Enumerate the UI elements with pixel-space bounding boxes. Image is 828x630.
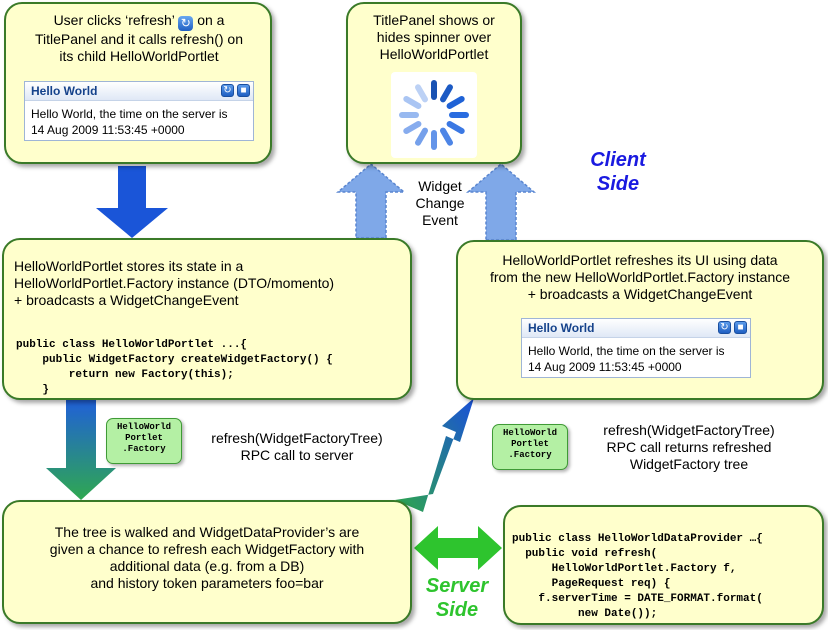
step-click-refresh-line2: TitlePanel and it calls refresh() on [34, 31, 244, 47]
widget-change-event-line1: Widget [418, 178, 462, 194]
portlet-body-line2: 14 Aug 2009 11:53:45 +0000 [528, 360, 682, 374]
arrow-up-rpc-return [395, 398, 474, 512]
code-line: public class HelloWorldDataProvider …{ [512, 533, 763, 545]
step-store-state-text: HelloWorldPortlet stores its state in a … [14, 258, 408, 309]
code-line: } [16, 384, 50, 396]
rpc-call-line2: RPC call to server [240, 447, 354, 463]
rpc-return-line2: RPC call returns refreshed [606, 439, 772, 455]
code-line: public WidgetFactory createWidgetFactory… [16, 354, 333, 366]
rpc-call-label: refresh(WidgetFactoryTree) RPC call to s… [192, 430, 402, 464]
step-refresh-ui-line1: HelloWorldPortlet refreshes its UI using… [502, 252, 778, 268]
code-line: new Date()); [512, 608, 658, 620]
step-walk-tree-text: The tree is walked and WidgetDataProvide… [4, 524, 410, 592]
spinner-spoke [440, 84, 453, 103]
step-store-state-line2: HelloWorldPortlet.Factory instance (DTO/… [14, 275, 335, 291]
factory-pill-left: HelloWorld Portlet .Factory [106, 418, 182, 464]
portlet-body-line1: Hello World, the time on the server is [528, 344, 725, 358]
rpc-return-line1: refresh(WidgetFactoryTree) [603, 422, 775, 438]
data-provider-code-block: public class HelloWorldDataProvider …{ p… [512, 517, 763, 622]
pill-line1: HelloWorld [502, 428, 557, 438]
client-side-label: Client Side [568, 148, 668, 196]
step-click-refresh-text: User clicks ‘refresh’ ↻ on a TitlePanel … [8, 12, 270, 65]
hello-world-portlet-right: Hello World ↻ ■ Hello World, the time on… [521, 318, 751, 378]
pill-line2: Portlet [125, 433, 163, 443]
step-store-state-box [2, 238, 412, 400]
spinner-spoke [403, 96, 422, 109]
spinner-spoke [415, 84, 428, 103]
arrow-up-widget-change-left [335, 163, 407, 239]
step-click-refresh-line1a: User clicks ‘refresh’ [53, 12, 175, 28]
arrow-down-refresh [96, 166, 168, 238]
client-side-line1: Client [590, 149, 646, 171]
spinner-spoke [446, 96, 465, 109]
portlet-code-block: public class HelloWorldPortlet ...{ publ… [16, 323, 333, 398]
code-line: public class HelloWorldPortlet ...{ [16, 339, 248, 351]
rpc-return-label: refresh(WidgetFactoryTree) RPC call retu… [584, 422, 794, 473]
refresh-icon[interactable]: ↻ [718, 321, 731, 334]
refresh-icon[interactable]: ↻ [221, 84, 234, 97]
server-side-line2: Side [435, 599, 479, 621]
data-provider-code-box [503, 505, 824, 625]
code-line: PageRequest req) { [512, 578, 671, 590]
step-walk-tree-line4: and history token parameters foo=bar [90, 575, 324, 591]
step-refresh-ui-text: HelloWorldPortlet refreshes its UI using… [458, 252, 822, 303]
factory-pill-right: HelloWorld Portlet .Factory [492, 424, 568, 470]
hello-world-portlet-top: Hello World ↻ ■ Hello World, the time on… [24, 81, 254, 141]
server-side-line1: Server [425, 575, 489, 597]
step-click-refresh-line1b: on a [197, 12, 225, 28]
pill-line1: HelloWorld [116, 422, 171, 432]
step-click-refresh-line3: its child HelloWorldPortlet [59, 48, 219, 64]
spinner-spoke [446, 121, 465, 134]
step-spinner-line3: HelloWorldPortlet [379, 46, 489, 62]
step-refresh-ui-line3: + broadcasts a WidgetChangeEvent [527, 286, 753, 302]
spinner-spoke [403, 121, 422, 134]
client-side-line2: Side [596, 173, 640, 195]
server-side-label: Server Side [410, 574, 504, 622]
widget-change-event-label: Widget Change Event [398, 178, 482, 229]
code-line: return new Factory(this); [16, 369, 234, 381]
step-walk-tree-line2: given a chance to refresh each WidgetFac… [49, 541, 365, 557]
code-line: f.serverTime = DATE_FORMAT.format( [512, 593, 763, 605]
step-store-state-line3: + broadcasts a WidgetChangeEvent [14, 292, 239, 308]
spinner-spoke [440, 127, 453, 146]
portlet-body-line1: Hello World, the time on the server is [31, 107, 228, 121]
code-line: public void refresh( [512, 548, 658, 560]
spinner-spoke [415, 127, 428, 146]
step-walk-tree-box [2, 500, 412, 624]
step-spinner-line2: hides spinner over [376, 29, 492, 45]
arrow-down-rpc [46, 400, 116, 500]
portlet-title: Hello World [31, 84, 98, 98]
minimize-icon[interactable]: ■ [734, 321, 747, 334]
step-refresh-ui-line2: from the new HelloWorldPortlet.Factory i… [489, 269, 791, 285]
pill-line3: .Factory [122, 444, 166, 454]
arrow-double-server [414, 526, 502, 570]
widget-change-event-line2: Change [415, 195, 465, 211]
code-line: HelloWorldPortlet.Factory f, [512, 563, 737, 575]
pill-line2: Portlet [511, 439, 549, 449]
step-spinner-line1: TitlePanel shows or [373, 12, 495, 28]
portlet-body-line2: 14 Aug 2009 11:53:45 +0000 [31, 123, 185, 137]
step-walk-tree-line1: The tree is walked and WidgetDataProvide… [54, 524, 360, 540]
step-spinner-text: TitlePanel shows or hides spinner over H… [346, 12, 522, 63]
step-store-state-line1: HelloWorldPortlet stores its state in a [14, 258, 244, 274]
rpc-call-line1: refresh(WidgetFactoryTree) [211, 430, 383, 446]
spinner-icon [399, 80, 469, 150]
portlet-title: Hello World [528, 321, 595, 335]
arrow-up-widget-change-right [465, 163, 537, 241]
widget-change-event-line3: Event [422, 212, 458, 228]
refresh-icon: ↻ [178, 16, 194, 31]
minimize-icon[interactable]: ■ [237, 84, 250, 97]
rpc-return-line3: WidgetFactory tree [629, 456, 749, 472]
pill-line3: .Factory [508, 450, 552, 460]
step-walk-tree-line3: additional data (e.g. from a DB) [109, 558, 305, 574]
